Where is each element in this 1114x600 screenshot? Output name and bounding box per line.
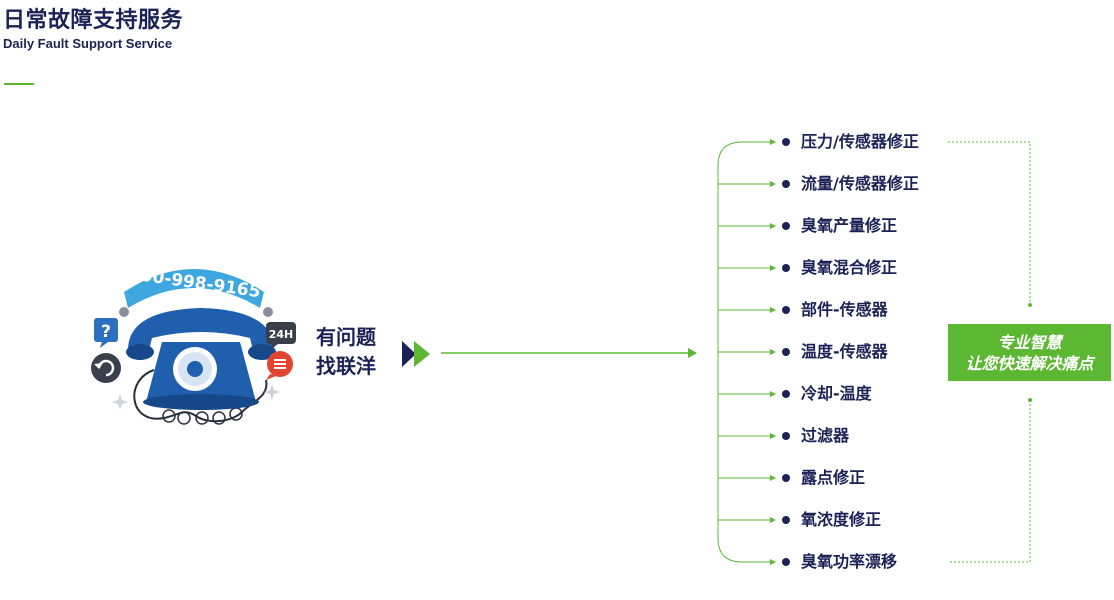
list-bullet bbox=[782, 222, 790, 230]
list-bullet bbox=[782, 264, 790, 272]
branch-arrowhead bbox=[770, 433, 776, 439]
list-bullet bbox=[782, 306, 790, 314]
list-bullet bbox=[782, 516, 790, 524]
branch-arrowhead bbox=[770, 181, 776, 187]
branch-arrowhead bbox=[770, 223, 776, 229]
branch-arrowhead bbox=[770, 349, 776, 355]
list-bullet bbox=[782, 432, 790, 440]
list-bullet bbox=[782, 390, 790, 398]
branch-arrowhead bbox=[770, 139, 776, 145]
badge-line-2: 让您快速解决痛点 bbox=[965, 353, 1093, 374]
service-item: 过滤器 bbox=[801, 426, 849, 446]
service-item: 部件-传感器 bbox=[801, 300, 888, 320]
branch-arrowhead bbox=[770, 517, 776, 523]
service-item: 压力/传感器修正 bbox=[801, 132, 919, 152]
branch-arrowhead bbox=[770, 265, 776, 271]
branch-arrowhead bbox=[770, 475, 776, 481]
badge-line-1: 专业智慧 bbox=[997, 332, 1061, 353]
branch-arrowhead bbox=[770, 307, 776, 313]
branch-arrowhead bbox=[770, 391, 776, 397]
service-item: 露点修正 bbox=[801, 468, 865, 488]
list-bullet bbox=[782, 474, 790, 482]
list-bullet bbox=[782, 558, 790, 566]
service-item: 冷却-温度 bbox=[801, 384, 872, 404]
list-bullet bbox=[782, 180, 790, 188]
branch-arrows bbox=[718, 139, 776, 565]
service-item: 臭氧混合修正 bbox=[801, 258, 897, 278]
service-item: 氧浓度修正 bbox=[801, 510, 881, 530]
list-bullet bbox=[782, 138, 790, 146]
professional-badge: 专业智慧 让您快速解决痛点 bbox=[948, 324, 1111, 381]
service-item: 流量/传感器修正 bbox=[801, 174, 919, 194]
branch-arrowhead bbox=[770, 559, 776, 565]
service-item: 臭氧产量修正 bbox=[801, 216, 897, 236]
service-item: 温度-传感器 bbox=[801, 342, 888, 362]
service-item: 臭氧功率漂移 bbox=[801, 552, 897, 572]
list-bullet bbox=[782, 348, 790, 356]
